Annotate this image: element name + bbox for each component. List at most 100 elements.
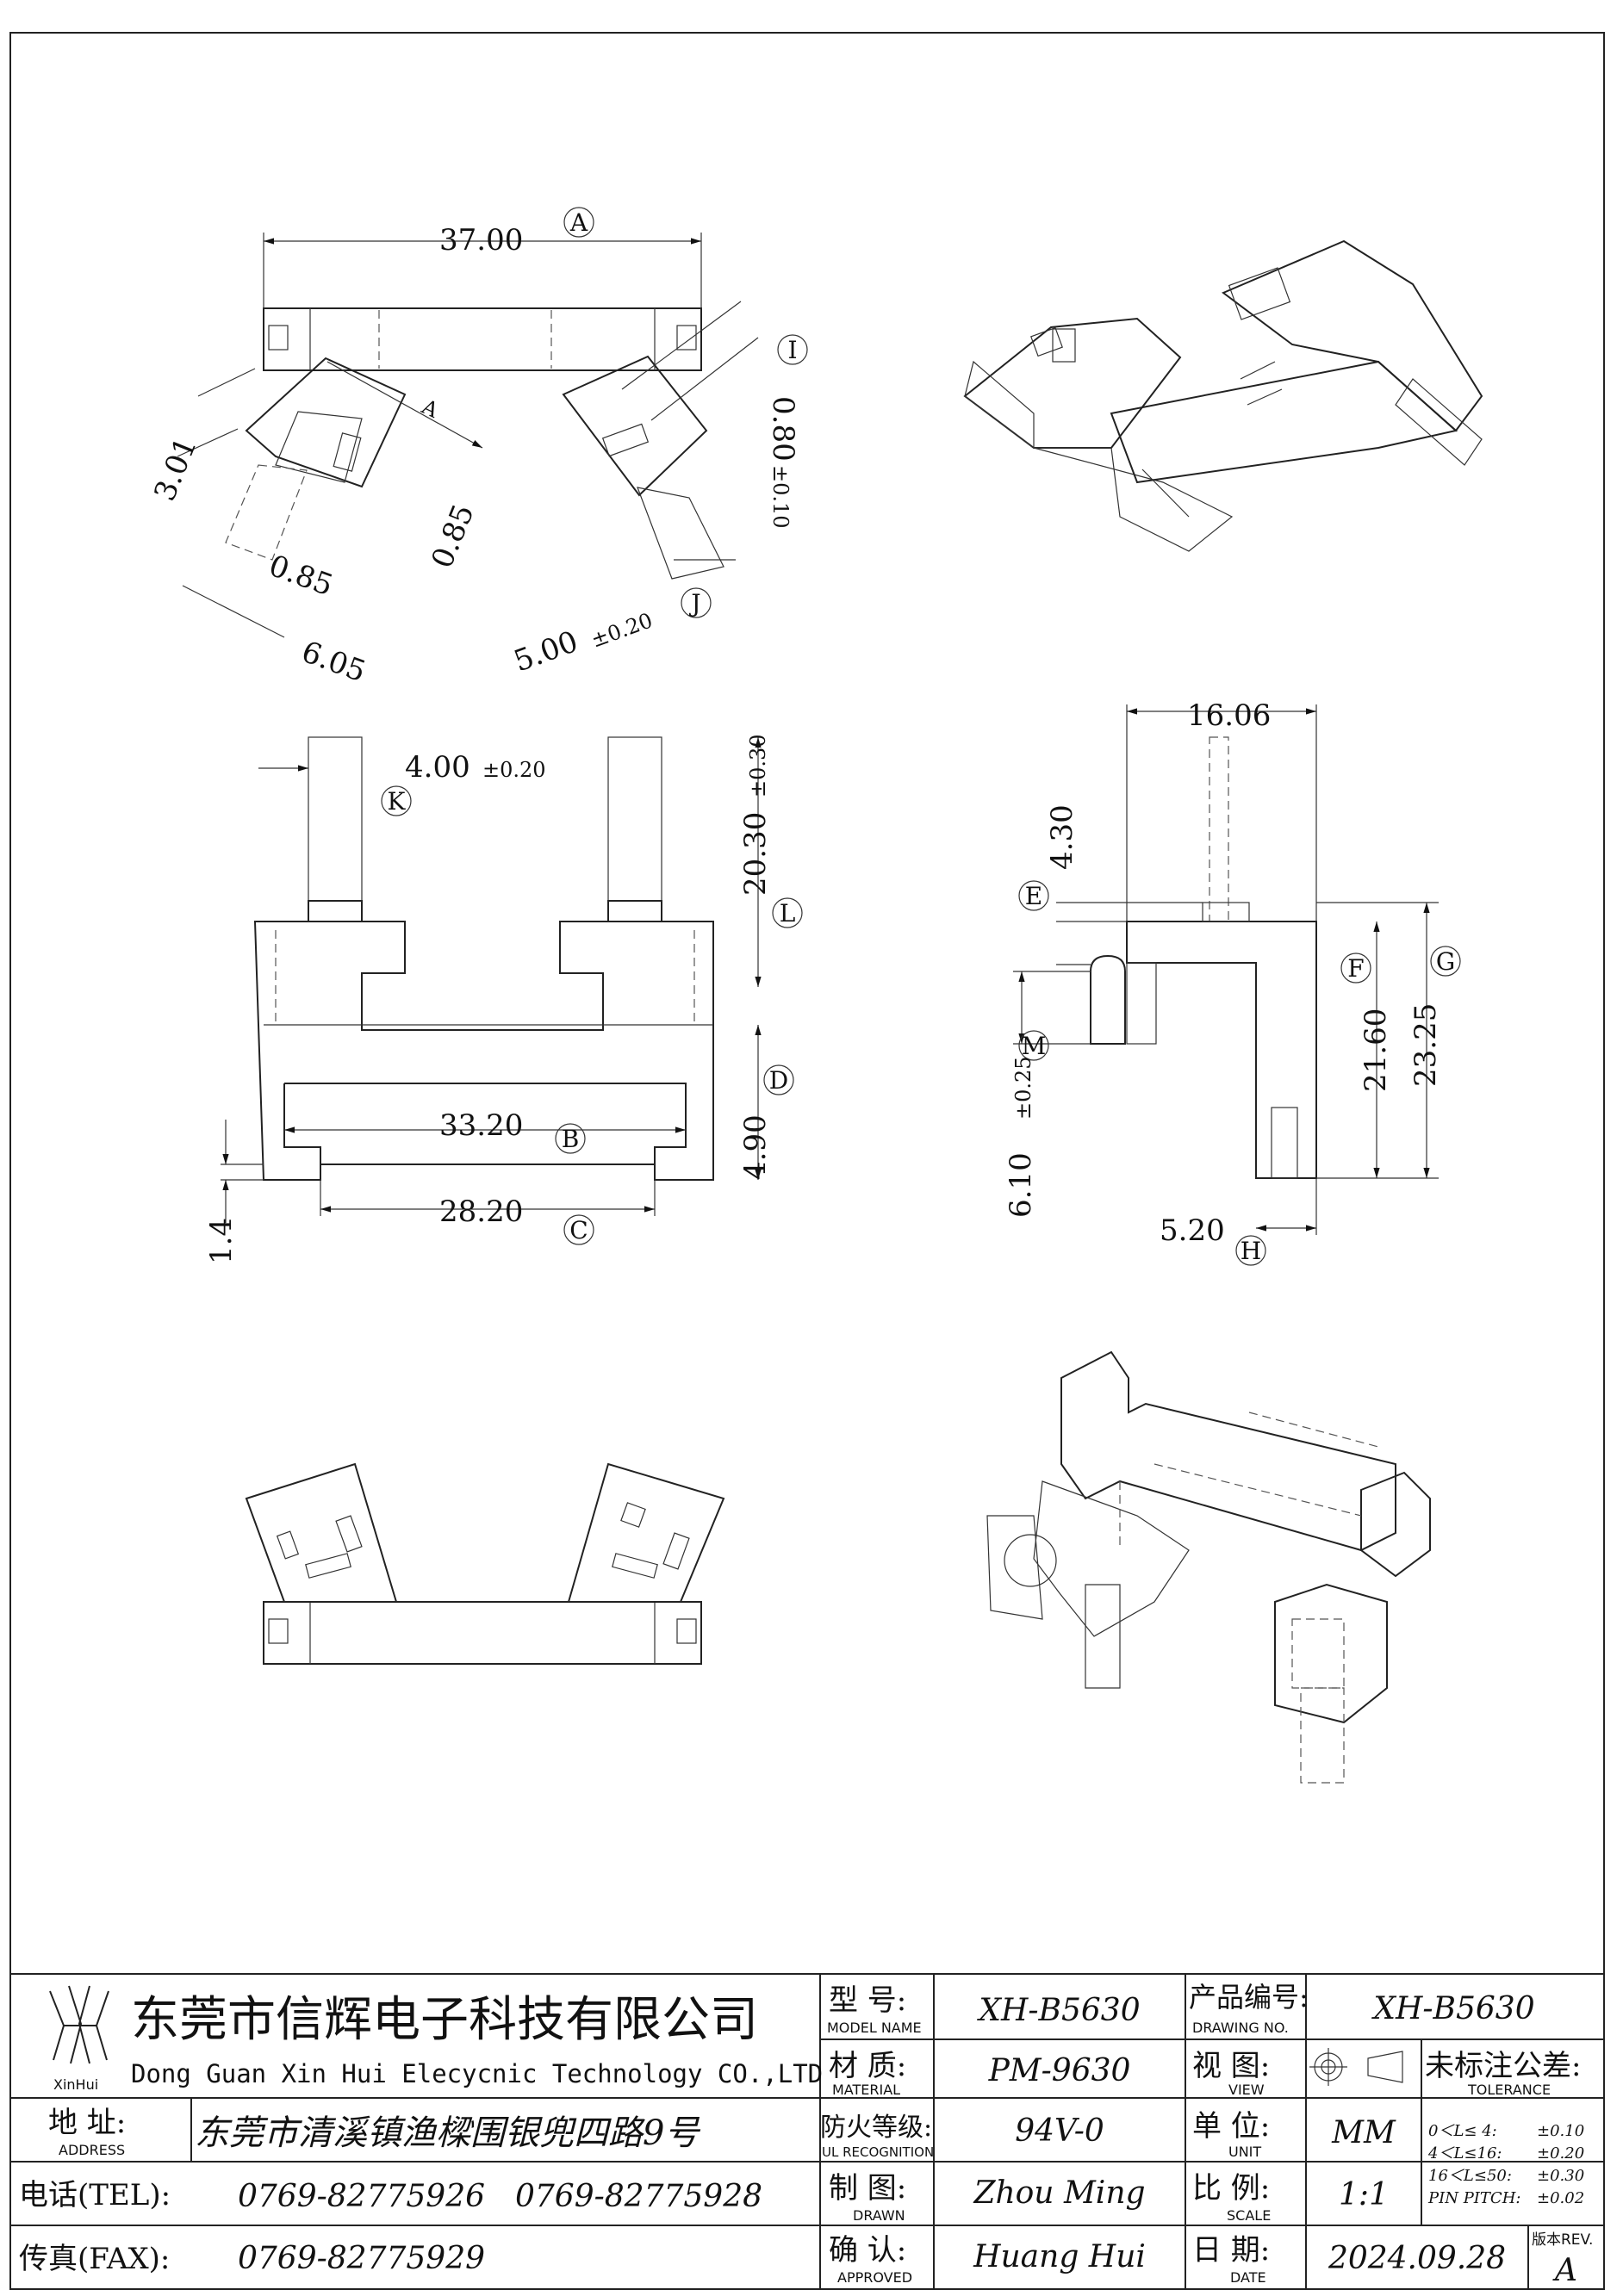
balloon-d: D xyxy=(769,1066,788,1095)
unit-value: MM xyxy=(1331,2115,1396,2150)
ul-label-en: UL RECOGNITION xyxy=(822,2144,934,2160)
dim-c: 28.20 xyxy=(439,1195,523,1229)
scale-label: 比 例: xyxy=(1192,2171,1270,2206)
balloon-g: G xyxy=(1436,947,1455,976)
date-label: 日 期: xyxy=(1192,2233,1270,2268)
dim-e: 4.30 xyxy=(1045,804,1079,870)
balloon-h: H xyxy=(1241,1237,1261,1265)
dim-k: 4.00 xyxy=(405,750,470,785)
dim-14: 1.4 xyxy=(204,1218,239,1264)
dim-f: 21.60 xyxy=(1359,1008,1393,1092)
view-top-angled: 37.00 A I 0.80 ±0.10 5.00 ±0.20 J 3.01 0… xyxy=(147,207,808,689)
dim-top-width: 16.06 xyxy=(1187,698,1271,733)
drawing-no-label: 产品编号: xyxy=(1189,1981,1309,2014)
rev-label: 版本REV. xyxy=(1532,2231,1593,2249)
view-label: 视 图: xyxy=(1192,2049,1270,2083)
company-name-cn: 东莞市信辉电子科技有限公司 xyxy=(131,1992,758,2048)
projection-symbol-icon xyxy=(1309,2048,1403,2086)
company-name-en: Dong Guan Xin Hui Elecycnic Technology C… xyxy=(131,2059,823,2088)
tol-range-1: 0＜L≤ 4: xyxy=(1428,2122,1497,2140)
rev-value: A xyxy=(1552,2253,1577,2288)
approved-label-en: APPROVED xyxy=(837,2269,912,2286)
material-value: PM-9630 xyxy=(988,2053,1131,2088)
dim-i: 0.80 xyxy=(766,396,800,462)
balloon-f: F xyxy=(1347,954,1364,983)
view-iso-bottom xyxy=(986,1350,1431,1784)
balloon-m: M xyxy=(1022,1032,1047,1060)
drawing-no-label-en: DRAWING NO. xyxy=(1192,2020,1289,2036)
dim-l: 20.30 xyxy=(738,812,773,896)
dim-d: 4.90 xyxy=(738,1114,773,1180)
material-label: 材 质: xyxy=(829,2049,906,2083)
drawn-label: 制 图: xyxy=(829,2171,906,2206)
view-label-en: VIEW xyxy=(1228,2082,1265,2098)
dim-j-tol: ±0.20 xyxy=(588,608,656,652)
dim-605: 6.05 xyxy=(297,635,370,689)
tolerance-label-en: TOLERANCE xyxy=(1467,2082,1551,2098)
dim-k-tol: ±0.20 xyxy=(482,758,546,782)
address-label-en: ADDRESS xyxy=(59,2142,125,2158)
company-logo xyxy=(49,1985,109,2064)
tol-range-3: 16＜L≤50: xyxy=(1428,2167,1512,2185)
tol-range-4: PIN PITCH: xyxy=(1427,2189,1520,2207)
material-label-en: MATERIAL xyxy=(832,2082,900,2098)
balloon-j: J xyxy=(688,589,700,617)
unit-label: 单 位: xyxy=(1192,2109,1270,2144)
dim-a: 37.00 xyxy=(439,223,523,258)
date-label-en: DATE xyxy=(1230,2269,1266,2286)
view-bottom xyxy=(245,1462,725,1665)
balloon-e: E xyxy=(1025,882,1042,910)
model-label: 型 号: xyxy=(829,1983,906,2018)
tol-range-2: 4＜L≤16: xyxy=(1427,2144,1502,2163)
view-note-a: A xyxy=(418,394,443,423)
tol-value-4: ±0.02 xyxy=(1537,2189,1584,2207)
drawn-label-en: DRAWN xyxy=(853,2207,905,2224)
dim-085a: 0.85 xyxy=(425,500,481,573)
model-label-en: MODEL NAME xyxy=(827,2020,922,2036)
scale-value: 1:1 xyxy=(1339,2177,1389,2212)
dim-b: 33.20 xyxy=(439,1108,523,1143)
address-value: 东莞市清溪镇渔樑围银兜四路9号 xyxy=(195,2113,700,2153)
balloon-l: L xyxy=(780,899,796,928)
tel-label: 电话(TEL): xyxy=(19,2178,171,2212)
tel-2: 0769-82775928 xyxy=(515,2179,762,2214)
balloon-c: C xyxy=(569,1216,588,1244)
balloon-i: I xyxy=(787,336,797,364)
model-value: XH-B5630 xyxy=(976,1993,1140,2028)
tel-1: 0769-82775926 xyxy=(238,2179,485,2214)
ul-label: 防火等级: xyxy=(820,2113,932,2143)
approved-value: Huang Hui xyxy=(973,2239,1146,2274)
scale-label-en: SCALE xyxy=(1227,2207,1271,2224)
ul-value: 94V-0 xyxy=(1015,2113,1104,2149)
fax-label: 传真(FAX): xyxy=(19,2242,170,2276)
drawn-value: Zhou Ming xyxy=(973,2175,1145,2211)
dim-m: 6.10 xyxy=(1004,1152,1038,1218)
dim-301: 3.01 xyxy=(147,432,203,506)
dim-i-tol: ±0.10 xyxy=(768,465,793,529)
view-iso-top xyxy=(963,239,1483,552)
view-front: 4.00 ±0.20 K 20.30 ±0.30 L 33.20 B 28.20… xyxy=(204,734,803,1264)
date-value: 2024.09.28 xyxy=(1328,2241,1506,2276)
drawing-no-value: XH-B5630 xyxy=(1371,1991,1534,2026)
tol-value-1: ±0.10 xyxy=(1537,2122,1584,2140)
balloon-a: A xyxy=(569,208,588,237)
address-label: 地 址: xyxy=(48,2106,126,2140)
tolerance-label: 未标注公差: xyxy=(1425,2049,1581,2083)
dim-j: 5.00 xyxy=(509,624,582,679)
dim-m-tol: ±0.25 xyxy=(1011,1056,1035,1120)
title-block: XinHui 东莞市信辉电子科技有限公司 Dong Guan Xin Hui E… xyxy=(9,1973,1605,2290)
balloon-k: K xyxy=(388,787,407,816)
dim-l-tol: ±0.30 xyxy=(746,734,770,797)
logo-text: XinHui xyxy=(53,2076,98,2093)
unit-label-en: UNIT xyxy=(1228,2144,1261,2160)
fax-value: 0769-82775929 xyxy=(238,2241,485,2276)
balloon-b: B xyxy=(562,1125,580,1153)
dim-h: 5.20 xyxy=(1160,1213,1225,1248)
tol-value-3: ±0.30 xyxy=(1537,2167,1584,2185)
approved-label: 确 认: xyxy=(829,2233,906,2268)
view-side: 16.06 4.30 E 21.60 F 23.25 G M 6.10 ±0.2… xyxy=(1004,698,1461,1266)
dim-g: 23.25 xyxy=(1408,1003,1443,1087)
dim-085b: 0.85 xyxy=(264,549,338,603)
